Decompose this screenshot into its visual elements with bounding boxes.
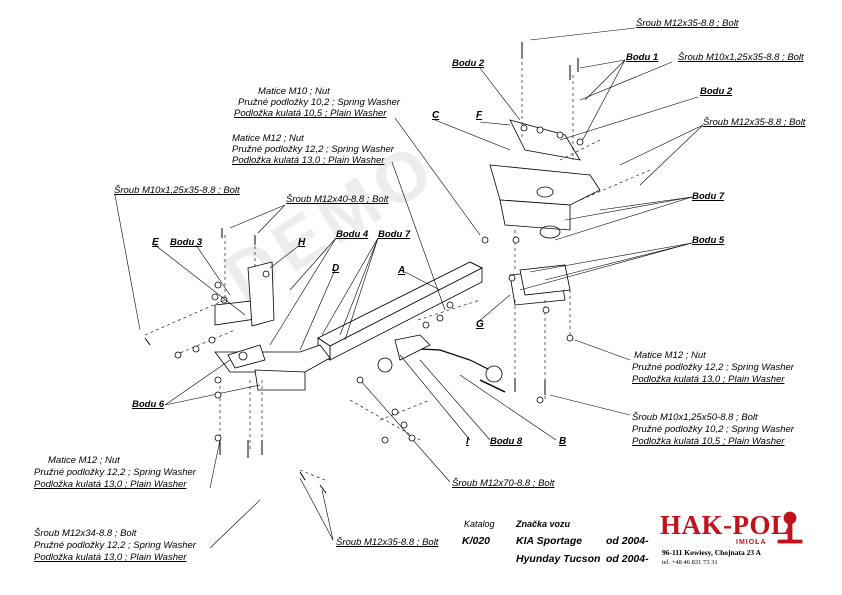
label-nut-m10-1: Matice M10 ; Nut xyxy=(258,86,330,97)
part-letter-d: D xyxy=(332,263,340,274)
label-nut-m12c-3: Podložka kulatá 13,0 ; Plain Washer xyxy=(34,479,187,490)
part-letter-g: G xyxy=(476,319,484,330)
label-nut-m12b-2: Pružné podložky 12,2 ; Spring Washer xyxy=(632,362,794,373)
crossbar-a xyxy=(317,261,483,361)
label-nut-m10-2: Pružné podložky 10,2 ; Spring Washer xyxy=(238,97,400,108)
part-letter-h: H xyxy=(298,237,306,248)
label-nut-m12c-2: Pružné podložky 12,2 ; Spring Washer xyxy=(34,467,196,478)
part-letter-i: I xyxy=(466,436,469,447)
label-bolt-m12x35-bottom: Šroub M12x35-8.8 ; Bolt xyxy=(336,537,439,548)
label-bolt-m10-left: Šroub M10x1,25x35-8.8 ; Bolt xyxy=(114,185,240,196)
label-nut-m10-3: Podložka kulatá 10,5 ; Plain Washer xyxy=(234,108,387,119)
part-letter-f: F xyxy=(476,110,483,121)
bolts xyxy=(144,42,579,494)
brand-label: Značka vozu xyxy=(516,519,571,529)
label-bolt-m12x34-1: Šroub M12x34-8.8 ; Bolt xyxy=(34,528,137,539)
label-bolt-m10x50-2: Pružné podložky 10,2 ; Spring Washer xyxy=(632,424,794,435)
car-1-model: KIA Sportage xyxy=(516,535,583,547)
label-bodu-7-right: Bodu 7 xyxy=(692,191,725,202)
label-bolt-m12x70: Šroub M12x70-8.8 ; Bolt xyxy=(452,478,555,489)
label-nut-m12c-1: Matice M12 ; Nut xyxy=(48,455,120,466)
part-letter-e: E xyxy=(152,237,159,248)
label-nut-m12a-1: Matice M12 ; Nut xyxy=(232,133,304,144)
label-bodu-5: Bodu 5 xyxy=(692,235,725,246)
label-bolt-m10x50-3: Podložka kulatá 10,5 ; Plain Washer xyxy=(632,436,785,447)
label-bodu-1: Bodu 1 xyxy=(626,52,659,63)
label-nut-m12a-3: Podložka kulatá 13,0 ; Plain Washer xyxy=(232,155,385,166)
hakpol-logo-icon xyxy=(777,511,803,544)
label-bodu-4: Bodu 4 xyxy=(336,229,369,240)
left-bracket-eh xyxy=(214,261,275,327)
label-bodu-8: Bodu 8 xyxy=(490,436,523,447)
part-letter-c: C xyxy=(432,110,440,121)
hakpol-logo-sub: IMIOŁA xyxy=(736,539,767,546)
label-bolt-m12x34-3: Podložka kulatá 13,0 ; Plain Washer xyxy=(34,552,187,563)
nuts-washers xyxy=(174,124,584,444)
label-bolt-m12x35-right: Šroub M12x35-8.8 ; Bolt xyxy=(703,117,806,128)
label-bodu-6: Bodu 6 xyxy=(132,399,165,410)
label-nut-m12b-1: Matice M12 ; Nut xyxy=(634,350,706,361)
company-phone: tel. +48 46 831 73 31 xyxy=(662,559,718,566)
label-bodu-2-left: Bodu 2 xyxy=(452,58,485,69)
label-bodu-3: Bodu 3 xyxy=(170,237,203,248)
left-bracket-d xyxy=(214,344,331,391)
part-letter-a: A xyxy=(398,265,406,276)
right-bracket-g xyxy=(509,264,571,306)
catalog-number: K/020 xyxy=(462,535,491,547)
label-bolt-m12x40: Šroub M12x40-8.8 ; Bolt xyxy=(286,194,389,205)
car-2-from: od 2004- xyxy=(606,553,649,565)
hakpol-logo: HAK-POL xyxy=(660,510,790,540)
right-bracket-cf xyxy=(489,119,601,239)
assembly-lines xyxy=(144,50,651,481)
catalog-label: Katalog xyxy=(464,519,495,529)
label-bolt-m12x34-2: Pružné podložky 12,2 ; Spring Washer xyxy=(34,540,196,551)
part-letter-b: B xyxy=(559,436,567,447)
company-address: 96-111 Kowiesy, Chojnata 23 A xyxy=(662,548,761,557)
label-bolt-m10-top: Šroub M10x1,25x35-8.8 ; Bolt xyxy=(678,52,804,63)
tow-ball xyxy=(377,334,506,393)
leader-lines xyxy=(114,27,704,549)
label-bolt-m10x50-1: Šroub M10x1,25x50-8.8 ; Bolt xyxy=(632,412,758,423)
car-1-from: od 2004- xyxy=(606,535,649,547)
label-nut-m12b-3: Podložka kulatá 13,0 ; Plain Washer xyxy=(632,374,785,385)
label-nut-m12a-2: Pružné podložky 12,2 ; Spring Washer xyxy=(232,144,394,155)
label-bolt-m12x35-top: Šroub M12x35-8.8 ; Bolt xyxy=(636,18,739,29)
car-2-model: Hyunday Tucson xyxy=(516,553,601,565)
label-bodu-7-mid: Bodu 7 xyxy=(378,229,411,240)
label-bodu-2-right: Bodu 2 xyxy=(700,86,733,97)
